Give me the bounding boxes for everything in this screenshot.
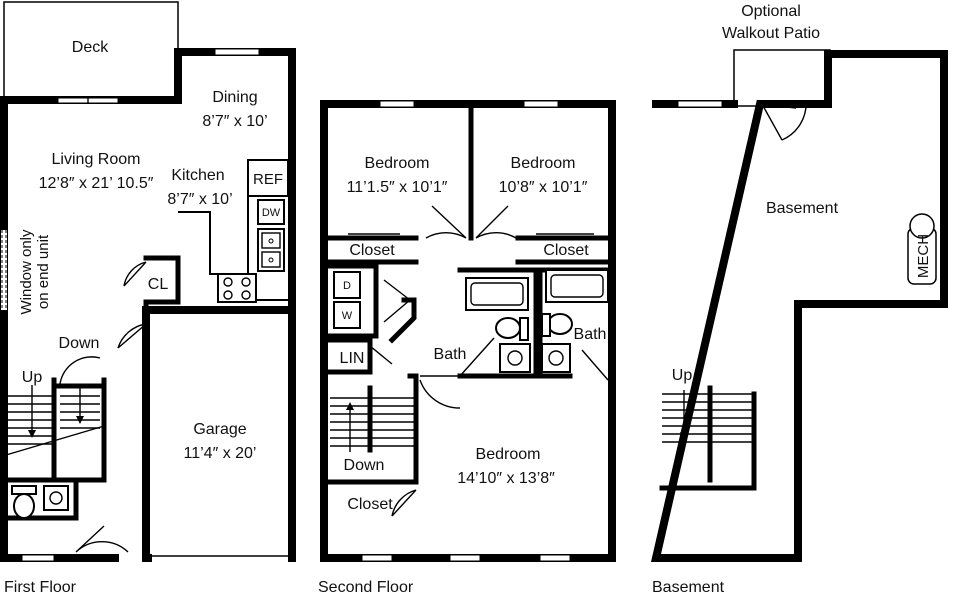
second-floor-stairs xyxy=(330,385,414,453)
down-label-second: Down xyxy=(344,457,385,474)
garage-size: 11’4″ x 20’ xyxy=(184,445,257,462)
refrigerator xyxy=(247,159,289,197)
linen-closet-wall xyxy=(321,337,373,375)
washer-label: W xyxy=(342,310,353,322)
lin-label: LIN xyxy=(340,350,365,367)
garage-wall xyxy=(142,306,296,562)
dryer-label: D xyxy=(343,280,351,292)
bedroom3-size: 14’10″ x 13’8″ xyxy=(457,470,555,487)
sink-2 xyxy=(541,343,571,373)
closet1-label: Closet xyxy=(349,242,395,259)
basement-title: Basement xyxy=(652,579,725,595)
stove xyxy=(217,273,257,303)
laundry-wall xyxy=(321,263,379,339)
bedroom1-label: Bedroom xyxy=(365,155,430,172)
toilet-1 xyxy=(495,317,521,339)
dining-size: 8’7″ x 10’ xyxy=(202,113,267,130)
bedroom1-size: 11’1.5″ x 10’1″ xyxy=(347,179,448,196)
ref-label: REF xyxy=(253,171,283,188)
up-label-first: Up xyxy=(22,369,43,386)
mech-label: MECH xyxy=(915,234,932,278)
second-floor-plan xyxy=(320,100,616,562)
bedroom2-size: 10’8″ x 10’1″ xyxy=(499,179,588,196)
patio-label-line2: Walkout Patio xyxy=(722,25,820,42)
bath1-label: Bath xyxy=(434,346,467,363)
dishwasher xyxy=(257,199,285,225)
first-floor-stairs xyxy=(5,356,107,483)
closet-walls xyxy=(143,255,181,305)
basement-stairs xyxy=(659,385,757,491)
toilet-2 xyxy=(547,313,573,335)
kitchen-size: 8’7″ x 10’ xyxy=(167,191,232,208)
cl-label: CL xyxy=(148,276,169,293)
second-floor-title: Second Floor xyxy=(318,579,414,595)
half-bath-wall xyxy=(1,477,107,521)
bedroom3-label: Bedroom xyxy=(476,446,541,463)
washer xyxy=(333,301,361,329)
first-floor-plan xyxy=(0,1,296,563)
closet2-label: Closet xyxy=(543,242,589,259)
half-bath-sink xyxy=(43,485,69,511)
bedroom2-label: Bedroom xyxy=(511,155,576,172)
bath1-wall xyxy=(457,267,539,379)
first-floor-title: First Floor xyxy=(4,579,77,595)
half-bath-toilet xyxy=(13,493,35,519)
garage-label: Garage xyxy=(193,421,246,438)
dining-label: Dining xyxy=(212,89,257,106)
basement-plan xyxy=(650,49,948,562)
walkout-patio xyxy=(733,49,831,107)
sink-1 xyxy=(499,343,531,373)
basement-exterior-wall xyxy=(650,50,948,562)
living-room-label: Living Room xyxy=(52,151,141,168)
patio-label-line1: Optional xyxy=(741,3,801,20)
mech-unit xyxy=(907,213,937,285)
bath2-label: Bath xyxy=(574,326,607,343)
kitchen-label: Kitchen xyxy=(171,167,224,184)
living-room-size: 12’8″ x 21’ 10.5″ xyxy=(39,175,154,192)
window-note-line2: on end unit xyxy=(35,234,52,309)
down-label-first: Down xyxy=(59,335,100,352)
closet3-label: Closet xyxy=(347,496,393,513)
up-label-basement: Up xyxy=(672,367,693,384)
dryer xyxy=(333,271,361,299)
hall-wall xyxy=(407,373,419,485)
second-floor-exterior-wall xyxy=(320,100,616,562)
deck-label: Deck xyxy=(72,39,109,56)
basement-label: Basement xyxy=(766,200,839,217)
dw-label: DW xyxy=(262,207,281,219)
deck xyxy=(3,1,179,99)
window-note-line1: Window only xyxy=(18,229,35,315)
